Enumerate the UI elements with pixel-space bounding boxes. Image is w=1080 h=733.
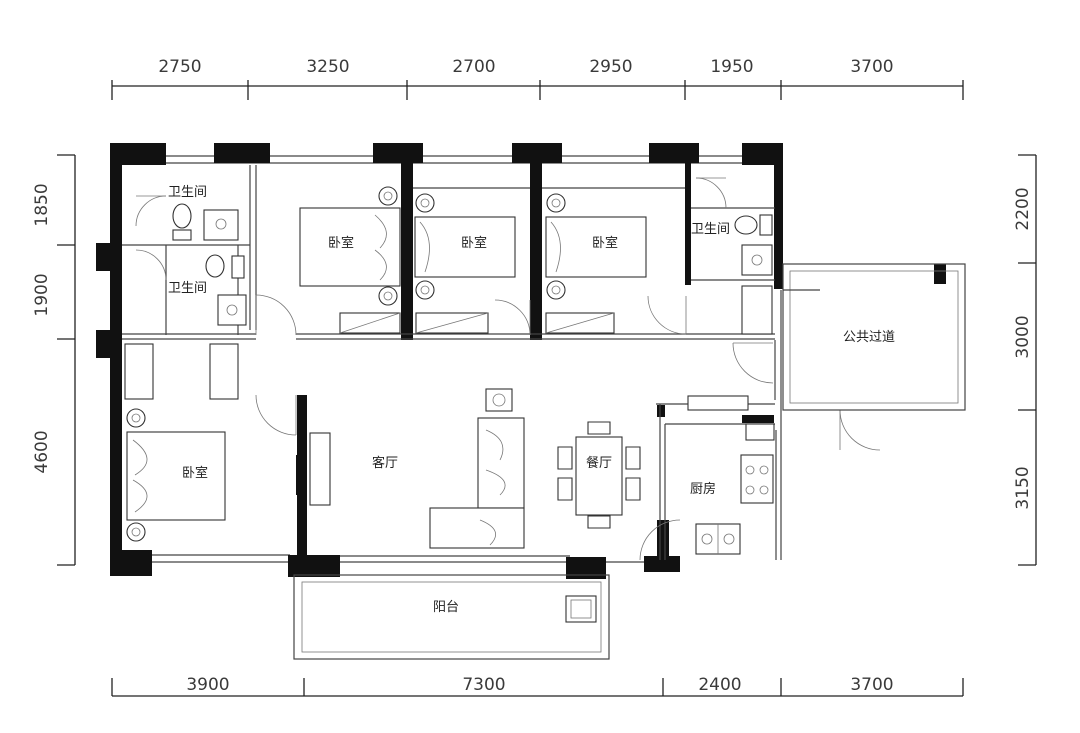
dim-left-2: 1900 (32, 273, 52, 316)
dim-right-3: 3150 (1013, 466, 1033, 509)
label-bathroom-2: 卫生间 (168, 281, 207, 296)
label-dining-room: 餐厅 (586, 455, 612, 471)
dim-left-3: 4600 (32, 430, 52, 473)
walls (96, 143, 946, 579)
label-bedroom-4: 卧室 (182, 465, 208, 481)
dim-right-1: 2200 (1013, 187, 1033, 230)
dim-top-5: 1950 (710, 57, 753, 77)
dim-right-2: 3000 (1013, 315, 1033, 358)
balcony-outline (293, 574, 610, 660)
dim-bottom-2: 7300 (462, 675, 505, 695)
label-bathroom-1: 卫生间 (168, 185, 207, 200)
dim-bottom-3: 2400 (698, 675, 741, 695)
bathroom-fixtures (172, 203, 773, 326)
label-bathroom-3: 卫生间 (691, 222, 730, 237)
dim-top-3: 2700 (452, 57, 495, 77)
label-bedroom-3: 卧室 (592, 235, 618, 251)
lamps (126, 186, 566, 542)
label-living-room: 客厅 (372, 455, 398, 471)
dim-bottom-4: 3700 (850, 675, 893, 695)
dimension-labels: 2750 3250 2700 2950 1950 3700 3900 7300 … (32, 57, 1033, 695)
label-bedroom-2: 卧室 (461, 235, 487, 251)
label-kitchen: 厨房 (690, 481, 716, 497)
corridor-outline (782, 263, 966, 411)
kitchen-fixtures (565, 423, 775, 623)
label-public-corridor: 公共过道 (843, 330, 895, 345)
dim-top-6: 3700 (850, 57, 893, 77)
living-furniture (296, 388, 641, 549)
beds (126, 207, 647, 521)
dim-bottom-1: 3900 (186, 675, 229, 695)
dim-left-1: 1850 (32, 183, 52, 226)
dim-top-1: 2750 (158, 57, 201, 77)
room-labels: 卫生间 卫生间 卫生间 卧室 卧室 卧室 卧室 客厅 餐厅 厨房 阳台 公共过道 (168, 185, 895, 615)
dim-top-2: 3250 (306, 57, 349, 77)
dimension-lines (57, 80, 1037, 697)
label-bedroom-1: 卧室 (328, 235, 354, 251)
label-balcony: 阳台 (433, 600, 459, 615)
doors (135, 177, 881, 561)
wardrobes (124, 285, 773, 411)
dim-top-4: 2950 (589, 57, 632, 77)
